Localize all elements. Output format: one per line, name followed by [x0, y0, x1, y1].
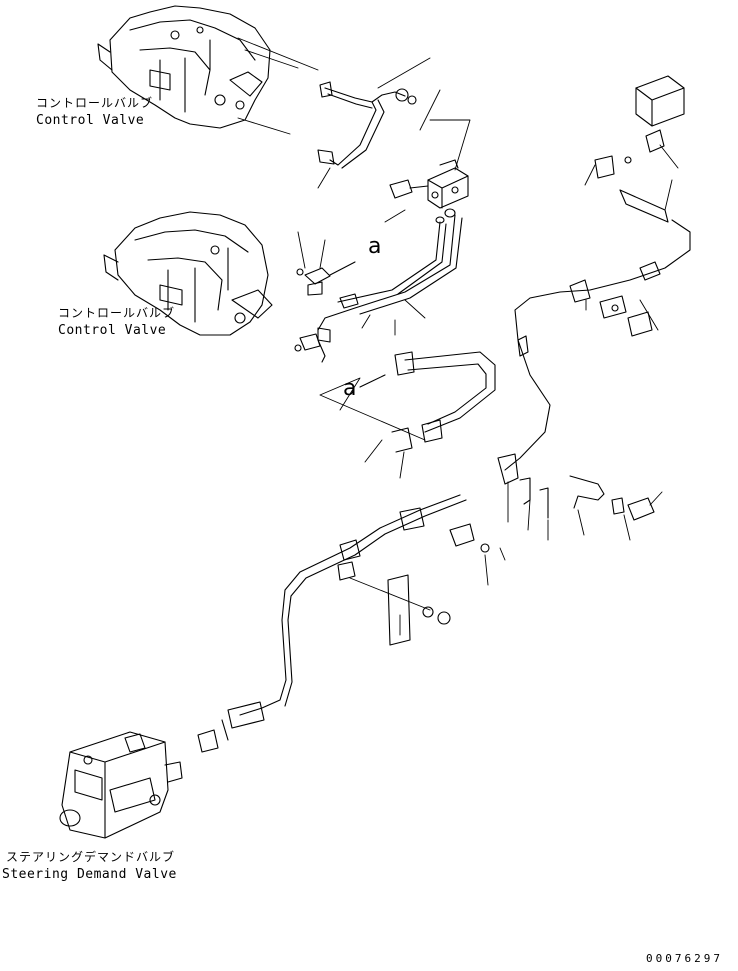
- control-valve-label-jp-upper: コントロールバルブ: [36, 96, 154, 110]
- reference-mark-a-lower: a: [343, 376, 357, 401]
- ref-arrow-a2: [359, 374, 386, 388]
- steering-demand-valve-label-en: Steering Demand Valve: [2, 867, 177, 882]
- steering-demand-valve: [59, 731, 183, 839]
- long-pipe: [197, 494, 467, 753]
- document-number: 00076297: [646, 952, 723, 965]
- u-shaped-hose: [391, 351, 496, 453]
- leader-lines: [237, 37, 679, 636]
- reference-mark-a-upper: a: [368, 234, 382, 259]
- control-valve-label-en-upper: Control Valve: [36, 113, 145, 128]
- right-hose: [504, 189, 691, 471]
- middle-fittings: [294, 267, 359, 363]
- junction-block: [389, 159, 469, 209]
- control-valve-label-en-middle: Control Valve: [58, 323, 167, 338]
- control-valve-label-jp-middle: コントロールバルブ: [58, 306, 176, 320]
- middle-hoses: [317, 208, 463, 343]
- steering-demand-valve-label-jp: ステアリングデマンドバルブ: [6, 850, 176, 864]
- upper-pipe: [317, 81, 417, 169]
- clamps-brackets: [387, 295, 655, 646]
- ref-arrow-a1: [329, 261, 356, 276]
- control-valve-upper: [97, 5, 271, 129]
- control-valve-middle: [103, 211, 273, 336]
- sensor: [594, 75, 685, 179]
